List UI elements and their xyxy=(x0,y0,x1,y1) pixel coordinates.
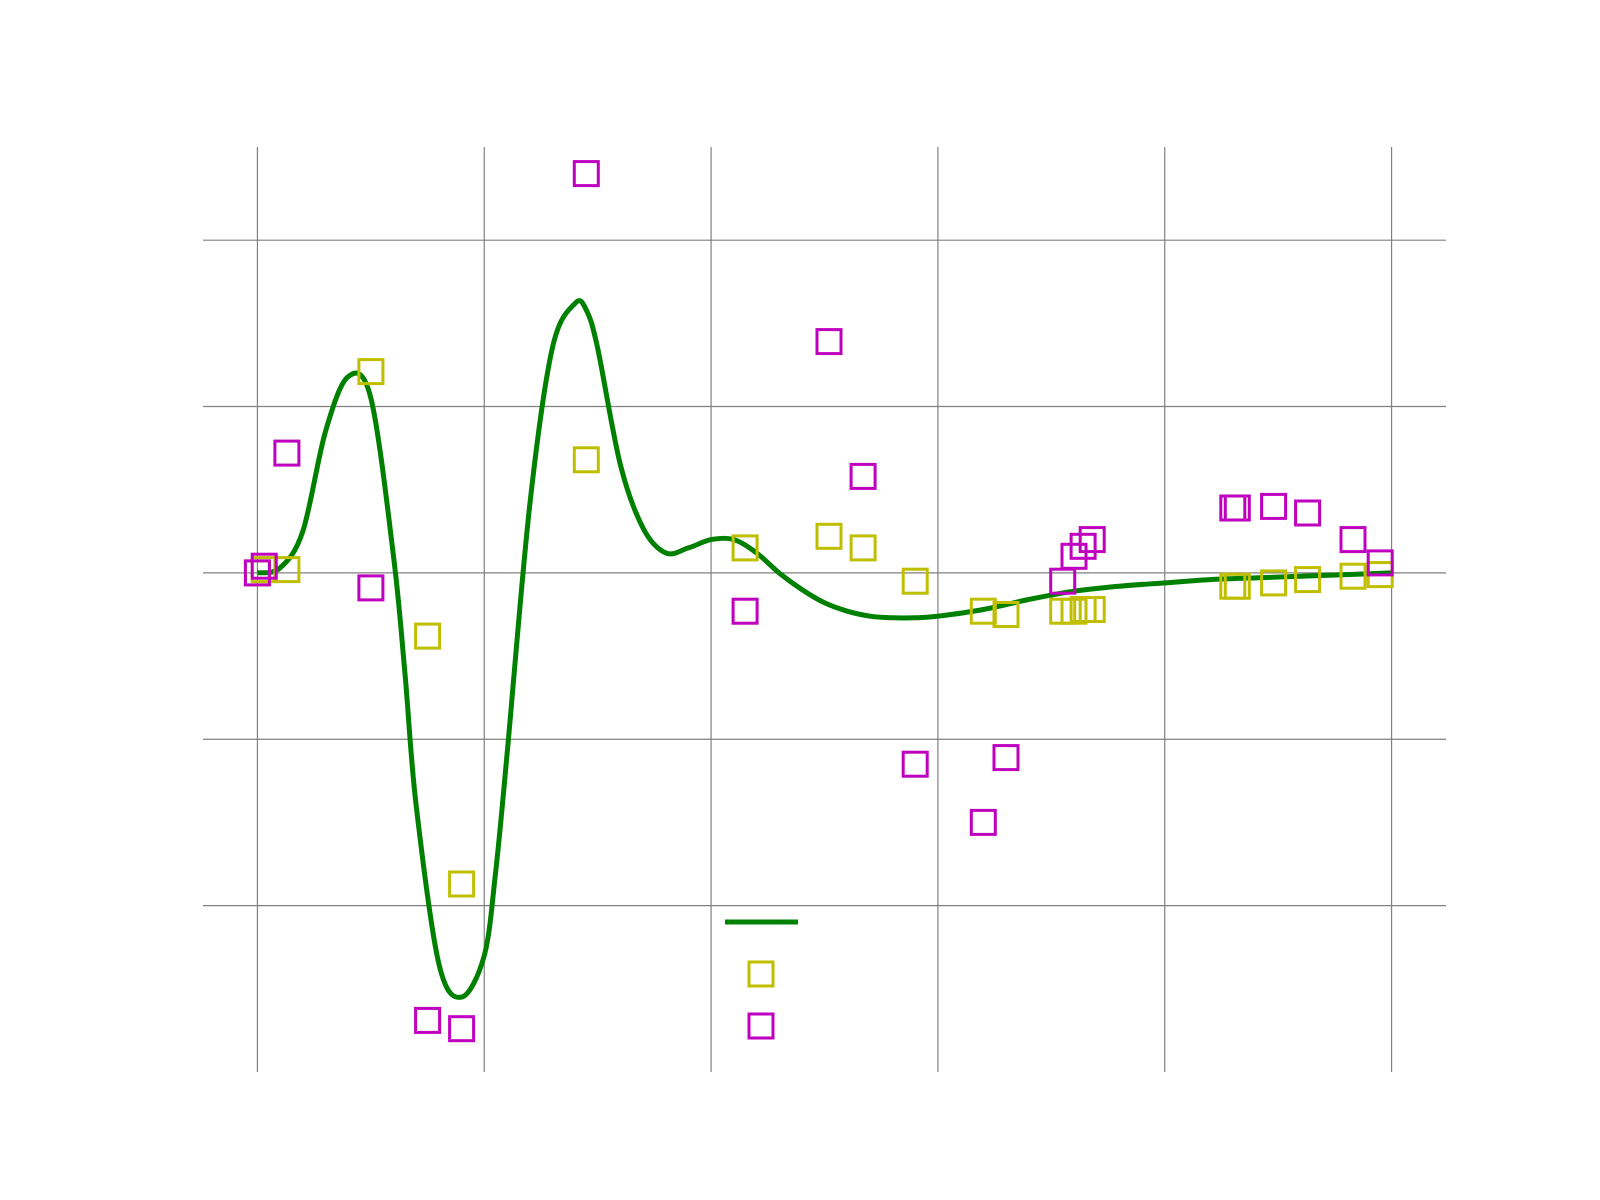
data-point xyxy=(1294,499,1322,527)
data-point xyxy=(815,328,843,356)
data-point xyxy=(969,808,997,836)
data-point xyxy=(901,567,929,595)
data-point xyxy=(572,446,600,474)
data-point xyxy=(250,552,278,580)
data-point xyxy=(1078,596,1106,623)
series-3 xyxy=(243,160,1394,1043)
data-point xyxy=(448,1015,476,1043)
data-point xyxy=(1223,494,1251,522)
data-point xyxy=(815,522,843,550)
data-point xyxy=(414,1006,442,1034)
data-point xyxy=(1366,549,1394,577)
data-point xyxy=(992,744,1020,772)
data-point xyxy=(901,750,929,778)
legend-marker-handle xyxy=(747,1012,775,1040)
data-point xyxy=(849,534,877,562)
data-point xyxy=(1294,566,1322,594)
legend xyxy=(725,919,798,1040)
data-point xyxy=(1260,492,1288,520)
data-point xyxy=(243,559,271,587)
series-group xyxy=(243,160,1394,1043)
gridlines xyxy=(203,147,1446,1072)
data-point xyxy=(1339,526,1367,554)
data-point xyxy=(1060,542,1088,570)
data-point xyxy=(731,597,759,625)
data-point xyxy=(1339,562,1367,590)
data-point xyxy=(414,622,442,650)
data-point xyxy=(357,574,385,602)
data-point xyxy=(448,870,476,898)
legend-marker-handle xyxy=(747,960,775,988)
data-point xyxy=(849,462,877,490)
data-point xyxy=(1078,526,1106,554)
data-point xyxy=(992,601,1020,628)
data-point xyxy=(1223,572,1251,600)
data-point xyxy=(1260,569,1288,597)
data-point xyxy=(1069,532,1097,560)
data-point xyxy=(357,358,385,386)
data-point xyxy=(731,534,759,562)
data-point xyxy=(572,160,600,188)
data-point xyxy=(273,439,301,467)
data-point xyxy=(1060,597,1088,625)
series-1 xyxy=(256,298,1392,1000)
series-line xyxy=(256,298,1392,1000)
